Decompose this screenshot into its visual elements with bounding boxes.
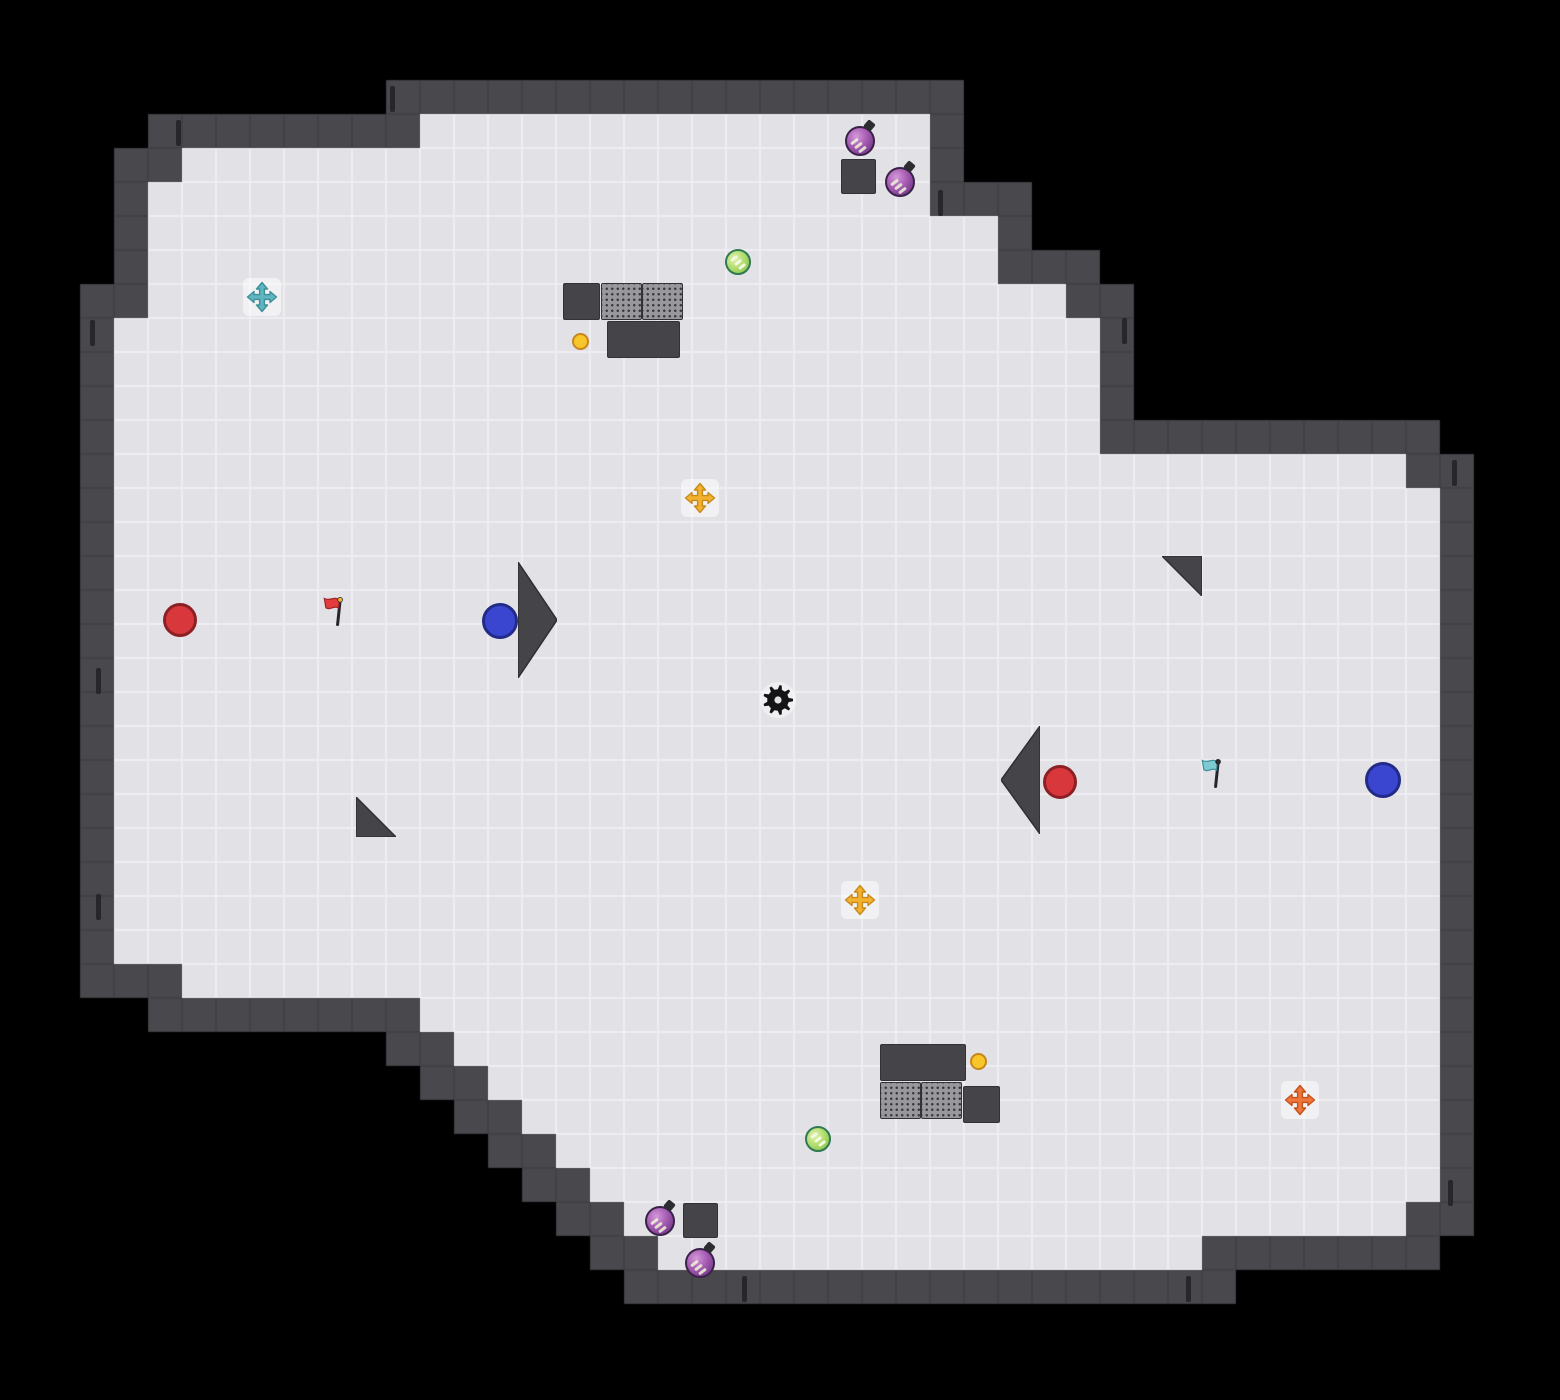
wall-tick (96, 668, 101, 694)
wall-wedge (1001, 726, 1040, 834)
green-ball[interactable] (805, 1126, 831, 1152)
wall-tick (1122, 318, 1127, 344)
wall-wedge (1162, 556, 1202, 596)
wall-tick (90, 320, 95, 346)
wall-block (841, 159, 876, 194)
green-ball[interactable] (725, 249, 751, 275)
wall-block (563, 283, 600, 320)
wall-wedge (518, 562, 557, 678)
wall-tick (1186, 1276, 1191, 1302)
purple-orb[interactable] (643, 1199, 679, 1238)
purple-orb[interactable] (843, 119, 879, 158)
wall-tick (938, 190, 943, 216)
red-flag[interactable] (319, 592, 357, 636)
crate (880, 1082, 921, 1119)
wall-block (880, 1044, 966, 1081)
crate (642, 283, 683, 320)
wall-tick (1452, 460, 1457, 486)
wall-tick (742, 1276, 747, 1302)
wall-tick (176, 120, 181, 146)
wall-tick (96, 894, 101, 920)
teal-flag[interactable] (1197, 754, 1235, 798)
wall-block (963, 1086, 1000, 1123)
wall-tick (390, 86, 395, 112)
red-pawn-left[interactable] (163, 603, 197, 637)
wall-block (607, 321, 680, 358)
crate (921, 1082, 962, 1119)
gear-trap (760, 682, 796, 718)
move-cross-yellow[interactable] (681, 479, 719, 517)
purple-orb[interactable] (683, 1241, 719, 1280)
coin[interactable] (969, 1052, 987, 1070)
move-cross-orange[interactable] (1281, 1081, 1319, 1119)
blue-pawn-right[interactable] (1365, 762, 1401, 798)
coin[interactable] (571, 332, 589, 350)
wall-block (683, 1203, 718, 1238)
purple-orb[interactable] (883, 160, 919, 199)
wall-wedge (356, 797, 396, 837)
crate (601, 283, 642, 320)
move-cross-yellow-2[interactable] (841, 881, 879, 919)
red-pawn-right[interactable] (1043, 765, 1077, 799)
blue-pawn-left[interactable] (482, 603, 518, 639)
move-cross-teal[interactable] (243, 278, 281, 316)
wall-tick (1448, 1180, 1453, 1206)
